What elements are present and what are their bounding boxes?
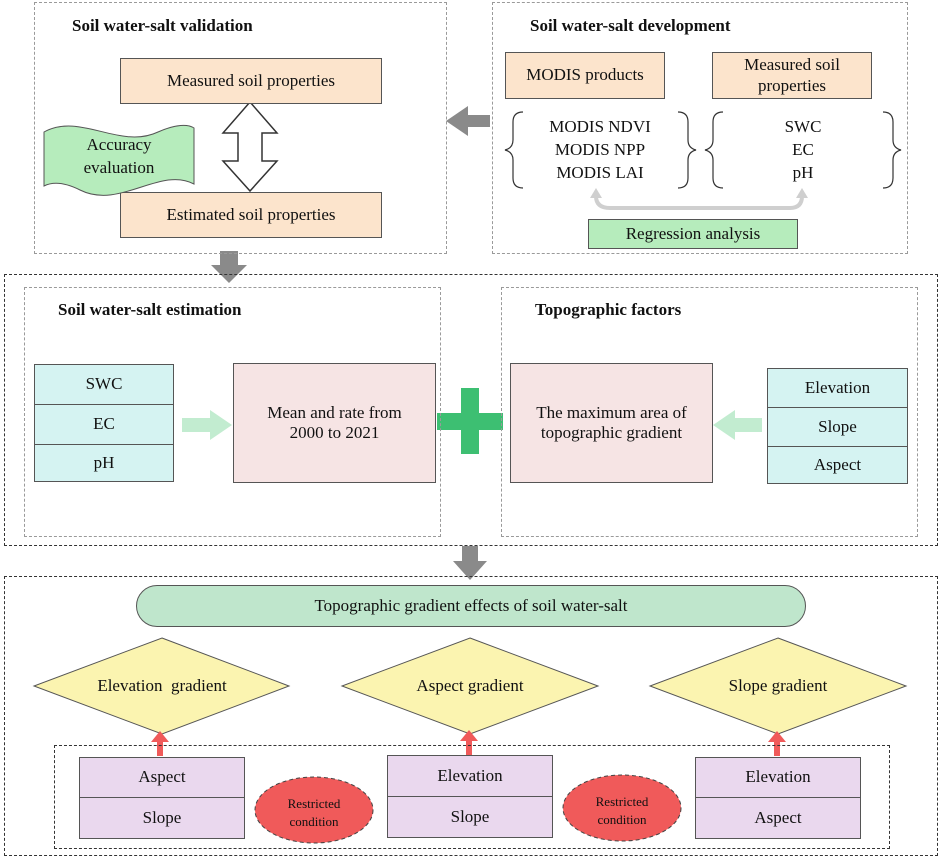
measured-soil-line-2: properties <box>758 75 826 95</box>
regression-connector <box>594 195 804 210</box>
restricted-label-2-line-2: condition <box>597 811 647 827</box>
measured-properties-box: Measured soil properties <box>120 58 382 104</box>
estimation-title: Soil water-salt estimation <box>58 300 242 319</box>
stack-1-bottom: Slope <box>79 797 245 839</box>
soil-item-ec: EC <box>792 139 814 159</box>
regression-arrow-left <box>590 188 602 198</box>
estimation-ph-box: pH <box>34 444 174 482</box>
soil-list: SWC EC pH <box>723 116 883 185</box>
modis-list: MODIS NDVI MODIS NPP MODIS LAI <box>520 116 680 185</box>
gray-arrow-down-2 <box>453 546 487 580</box>
stack-1-top: Aspect <box>79 757 245 798</box>
mean-rate-line-2: 2000 to 2021 <box>289 423 380 442</box>
topographic-aspect-box: Aspect <box>767 446 908 484</box>
accuracy-line-1: Accuracy <box>86 135 152 154</box>
topographic-panel <box>501 287 918 537</box>
modis-item-ndvi: MODIS NDVI <box>549 117 651 136</box>
soil-item-ph: pH <box>792 162 814 182</box>
measured-soil-box: Measured soil properties <box>712 52 872 99</box>
left-brace-modis <box>504 111 524 189</box>
development-panel <box>492 2 908 254</box>
red-arrow-1 <box>151 731 169 756</box>
estimated-properties-box: Estimated soil properties <box>120 192 382 238</box>
right-brace-soil <box>882 111 902 189</box>
validation-title: Soil water-salt validation <box>72 16 253 35</box>
conditions-section <box>54 745 890 849</box>
red-arrow-2 <box>460 730 478 755</box>
restricted-ellipse-2 <box>562 774 682 842</box>
measured-soil-line-1: Measured soil <box>744 55 840 75</box>
stack-2-bottom: Slope <box>387 796 553 838</box>
bottom-section <box>4 576 938 856</box>
regression-analysis-box: Regression analysis <box>588 219 798 249</box>
stack-3-top: Elevation <box>695 757 861 798</box>
restricted-label-1: Restricted condition <box>255 795 373 830</box>
accuracy-text: Accuracy evaluation <box>44 134 194 180</box>
restricted-label-1-line-2: condition <box>289 813 339 829</box>
modis-item-lai: MODIS LAI <box>556 162 644 182</box>
left-brace-soil <box>704 111 724 189</box>
validation-panel <box>34 2 447 254</box>
stack-3-bottom: Aspect <box>695 797 861 839</box>
green-arrow-right <box>182 410 232 440</box>
right-brace-modis <box>677 111 697 189</box>
mean-rate-line-1: Mean and rate from <box>267 402 402 422</box>
effects-title-box: Topographic gradient effects of soil wat… <box>136 585 806 627</box>
accuracy-line-2: evaluation <box>83 157 155 177</box>
topographic-slope-box: Slope <box>767 407 908 447</box>
regression-arrow-right <box>796 188 808 198</box>
topographic-title: Topographic factors <box>535 300 682 319</box>
restricted-label-2-line-1: Restricted <box>595 794 649 809</box>
max-area-box: The maximum area of topographic gradient <box>510 363 713 483</box>
aspect-gradient-label: Aspect gradient <box>416 676 524 695</box>
estimation-swc-box: SWC <box>34 364 174 405</box>
restricted-label-2: Restricted condition <box>563 793 681 828</box>
development-title: Soil water-salt development <box>530 16 731 35</box>
middle-section <box>4 274 938 546</box>
gray-arrow-down-1 <box>211 251 247 283</box>
slope-gradient-label: Slope gradient <box>728 676 828 695</box>
restricted-label-1-line-1: Restricted <box>287 796 341 811</box>
max-area-line-2: topographic gradient <box>540 423 683 442</box>
plus-icon-v <box>461 388 479 454</box>
double-arrow <box>221 100 279 193</box>
modis-item-npp: MODIS NPP <box>554 139 646 159</box>
estimation-panel <box>24 287 441 537</box>
mean-rate-box: Mean and rate from 2000 to 2021 <box>233 363 436 483</box>
estimation-ec-box: EC <box>34 404 174 445</box>
stack-2-top: Elevation <box>387 755 553 797</box>
soil-item-swc: SWC <box>784 117 822 136</box>
red-arrow-3 <box>768 731 786 756</box>
restricted-ellipse-1 <box>254 776 374 844</box>
green-arrow-left <box>713 410 762 440</box>
gray-arrow-left <box>446 106 490 136</box>
max-area-line-1: The maximum area of <box>536 402 687 422</box>
topographic-elevation-box: Elevation <box>767 368 908 408</box>
elevation-gradient-label: Elevation gradient <box>97 676 227 695</box>
modis-products-box: MODIS products <box>505 52 665 99</box>
